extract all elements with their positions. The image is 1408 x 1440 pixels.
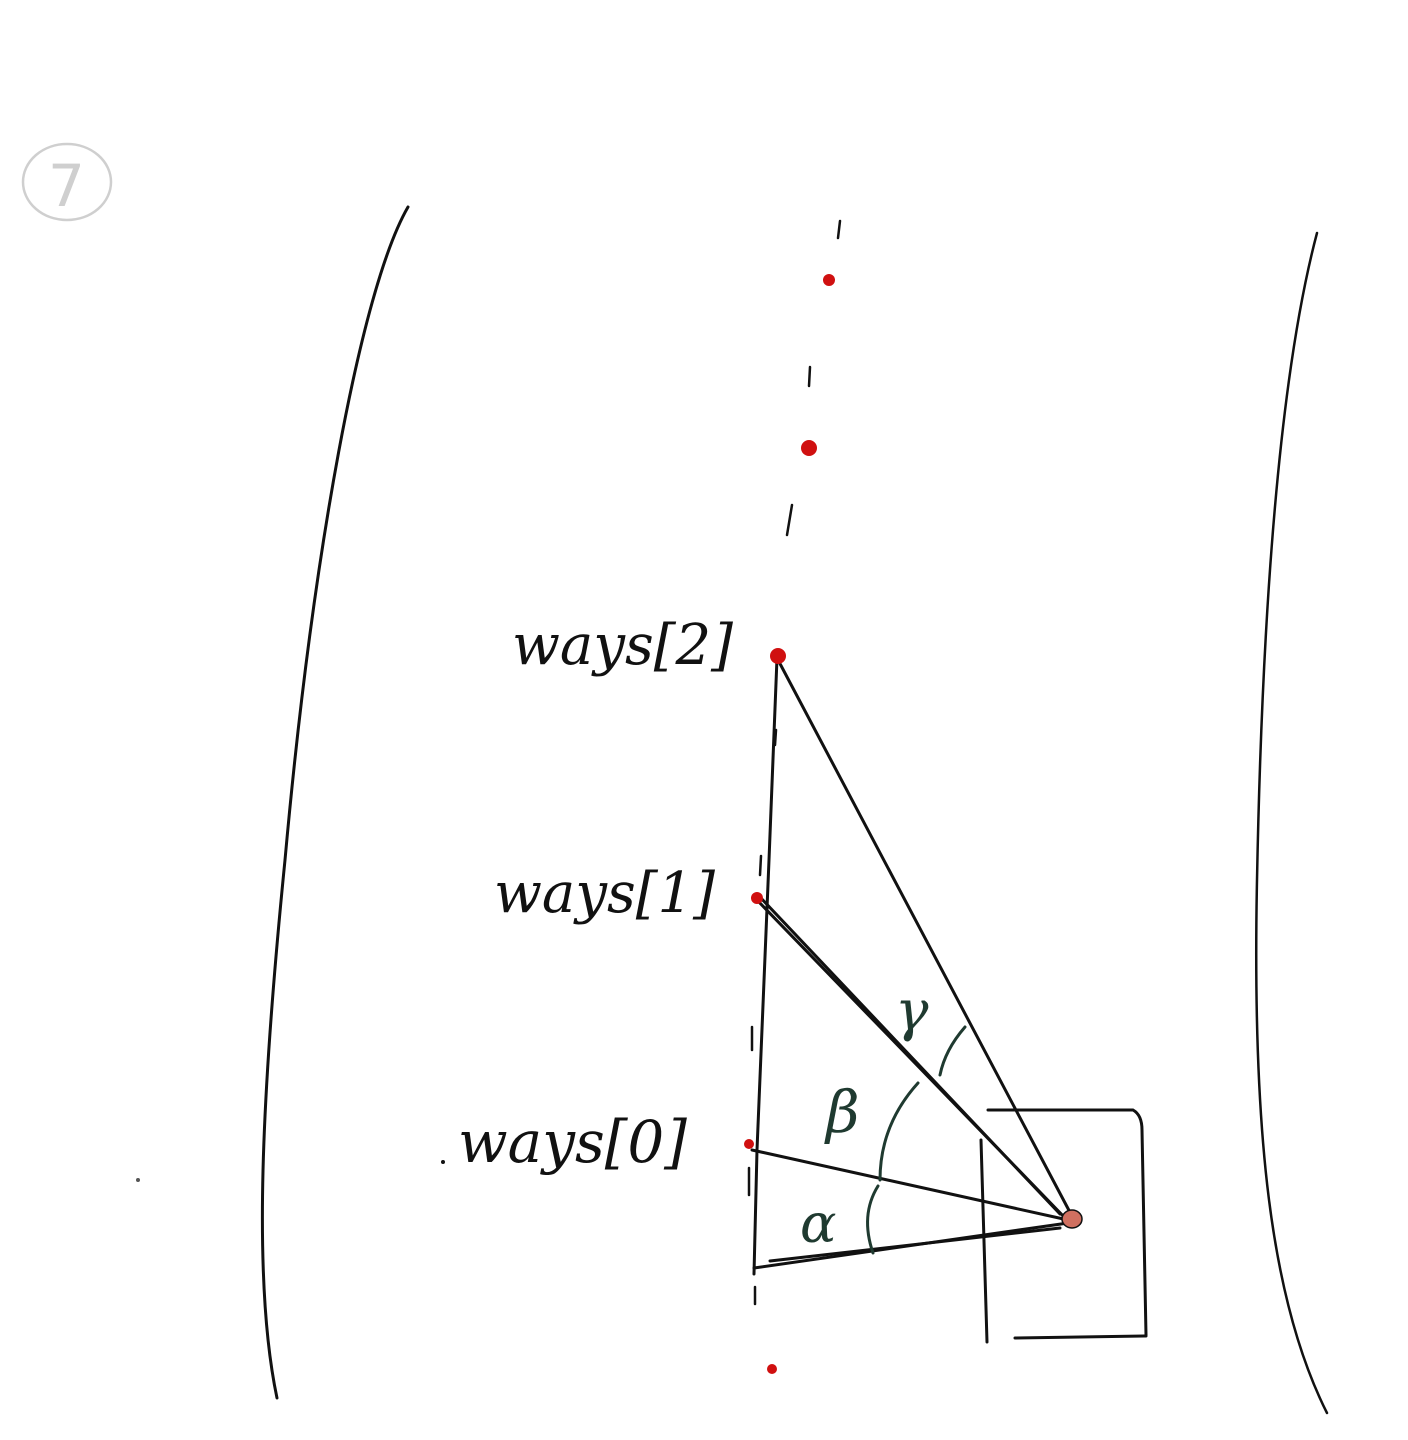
arc-alpha — [866, 1184, 880, 1255]
waypoint-dot — [823, 274, 835, 286]
waypoint-dot-ways-0 — [744, 1139, 754, 1149]
page-number-mark: 7 — [21, 142, 113, 222]
path-centerline — [747, 219, 842, 1306]
ray-to-ways-0 — [750, 1148, 1070, 1222]
vehicle-box-left — [979, 1138, 989, 1344]
angle-gamma-symbol: γ — [895, 979, 929, 1044]
vehicle-box-bottom — [1013, 1334, 1148, 1340]
page-number-circle — [21, 142, 113, 222]
right-road-edge — [1254, 231, 1329, 1415]
left-road-edge — [260, 205, 410, 1400]
stray-dot — [441, 1160, 445, 1164]
waypoint-dot — [801, 440, 817, 456]
page-number-text: 7 — [48, 152, 85, 220]
centerline-dash — [758, 854, 763, 877]
label-ways-0: ways[0] — [458, 1108, 687, 1176]
centerline-dash — [807, 365, 812, 388]
label-ways-2: ways[2] — [512, 613, 733, 678]
angle-rays — [750, 656, 1075, 1270]
angle-beta-symbol: β — [824, 1078, 860, 1146]
centerline-dash — [785, 503, 794, 537]
angle-arcs — [866, 1025, 967, 1255]
stray-dot — [136, 1178, 140, 1182]
ray-to-ways-1-second-stroke — [756, 893, 1062, 1216]
centerline-dash — [773, 728, 778, 747]
vehicle-box — [979, 1108, 1148, 1344]
angle-alpha-symbol: α — [800, 1192, 836, 1255]
vehicle-box-top-right — [986, 1108, 1148, 1337]
centerline-dash — [836, 219, 842, 240]
waypoint-dot — [767, 1364, 777, 1374]
ray-baseline-second-stroke — [768, 1226, 1062, 1263]
waypoints — [744, 274, 835, 1374]
waypoint-dot-ways-1 — [751, 892, 763, 904]
label-ways-1: ways[1] — [494, 861, 715, 926]
ray-to-ways-2 — [775, 656, 1075, 1220]
arc-gamma — [938, 1025, 967, 1077]
vehicle-origin-point — [1061, 1209, 1083, 1229]
waypoint-dot-ways-2 — [770, 648, 786, 664]
path-segment-line — [752, 656, 779, 1276]
arc-beta — [878, 1081, 920, 1182]
